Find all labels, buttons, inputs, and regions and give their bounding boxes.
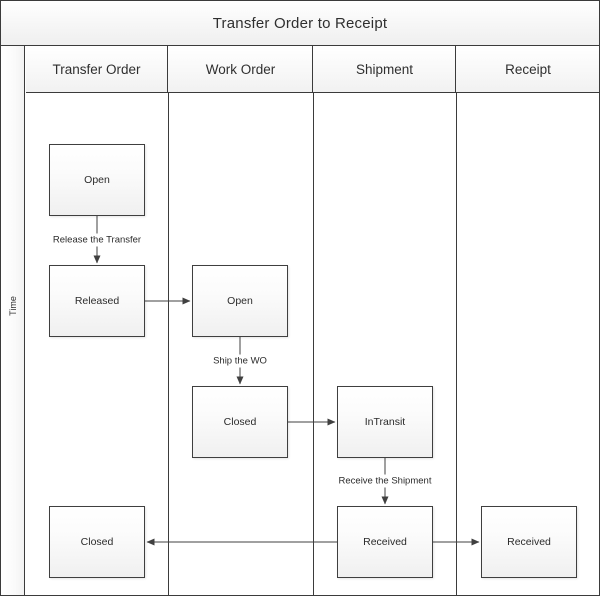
- lane-header-transfer-order: Transfer Order: [26, 46, 168, 92]
- edge-label-text: Receive the Shipment: [338, 475, 432, 487]
- edge-label-text: Release the Transfer: [52, 234, 142, 246]
- diagram-title-bar: Transfer Order to Receipt: [1, 1, 599, 46]
- node-label: Received: [507, 536, 551, 548]
- edge-label-receive-the-shipment: Receive the Shipment: [335, 474, 435, 488]
- lane-header-label: Work Order: [205, 61, 276, 77]
- edge-label-ship-the-wo: Ship the WO: [210, 354, 270, 368]
- node-transfer-order-closed[interactable]: Closed: [49, 506, 145, 578]
- node-label: Closed: [223, 416, 257, 428]
- lane-header-work-order: Work Order: [169, 46, 313, 92]
- time-axis-label: Time: [8, 296, 18, 316]
- lane-separator-3: [456, 93, 457, 595]
- lane-header-label: Shipment: [355, 61, 414, 77]
- node-receipt-received[interactable]: Received: [481, 506, 577, 578]
- node-transfer-order-open[interactable]: Open: [49, 144, 145, 216]
- node-label: Open: [84, 174, 110, 186]
- node-label: Received: [363, 536, 407, 548]
- lane-separator-1: [168, 93, 169, 595]
- node-label: InTransit: [364, 416, 406, 428]
- lane-header-shipment: Shipment: [314, 46, 456, 92]
- edge-label-text: Ship the WO: [213, 355, 267, 367]
- edge-label-release-the-transfer: Release the Transfer: [49, 233, 145, 247]
- node-transfer-order-released[interactable]: Released: [49, 265, 145, 337]
- time-axis-column: Time: [1, 46, 25, 595]
- node-work-order-open[interactable]: Open: [192, 265, 288, 337]
- node-label: Released: [74, 295, 120, 307]
- lane-header-receipt: Receipt: [457, 46, 599, 92]
- lane-header-row: Transfer Order Work Order Shipment Recei…: [26, 46, 599, 93]
- lane-header-label: Receipt: [505, 61, 551, 77]
- lane-separator-2: [313, 93, 314, 595]
- node-shipment-received[interactable]: Received: [337, 506, 433, 578]
- lane-header-label: Transfer Order: [52, 61, 141, 77]
- node-label: Closed: [80, 536, 114, 548]
- node-shipment-intransit[interactable]: InTransit: [337, 386, 433, 458]
- page-title: Transfer Order to Receipt: [212, 14, 388, 32]
- node-work-order-closed[interactable]: Closed: [192, 386, 288, 458]
- node-label: Open: [227, 295, 253, 307]
